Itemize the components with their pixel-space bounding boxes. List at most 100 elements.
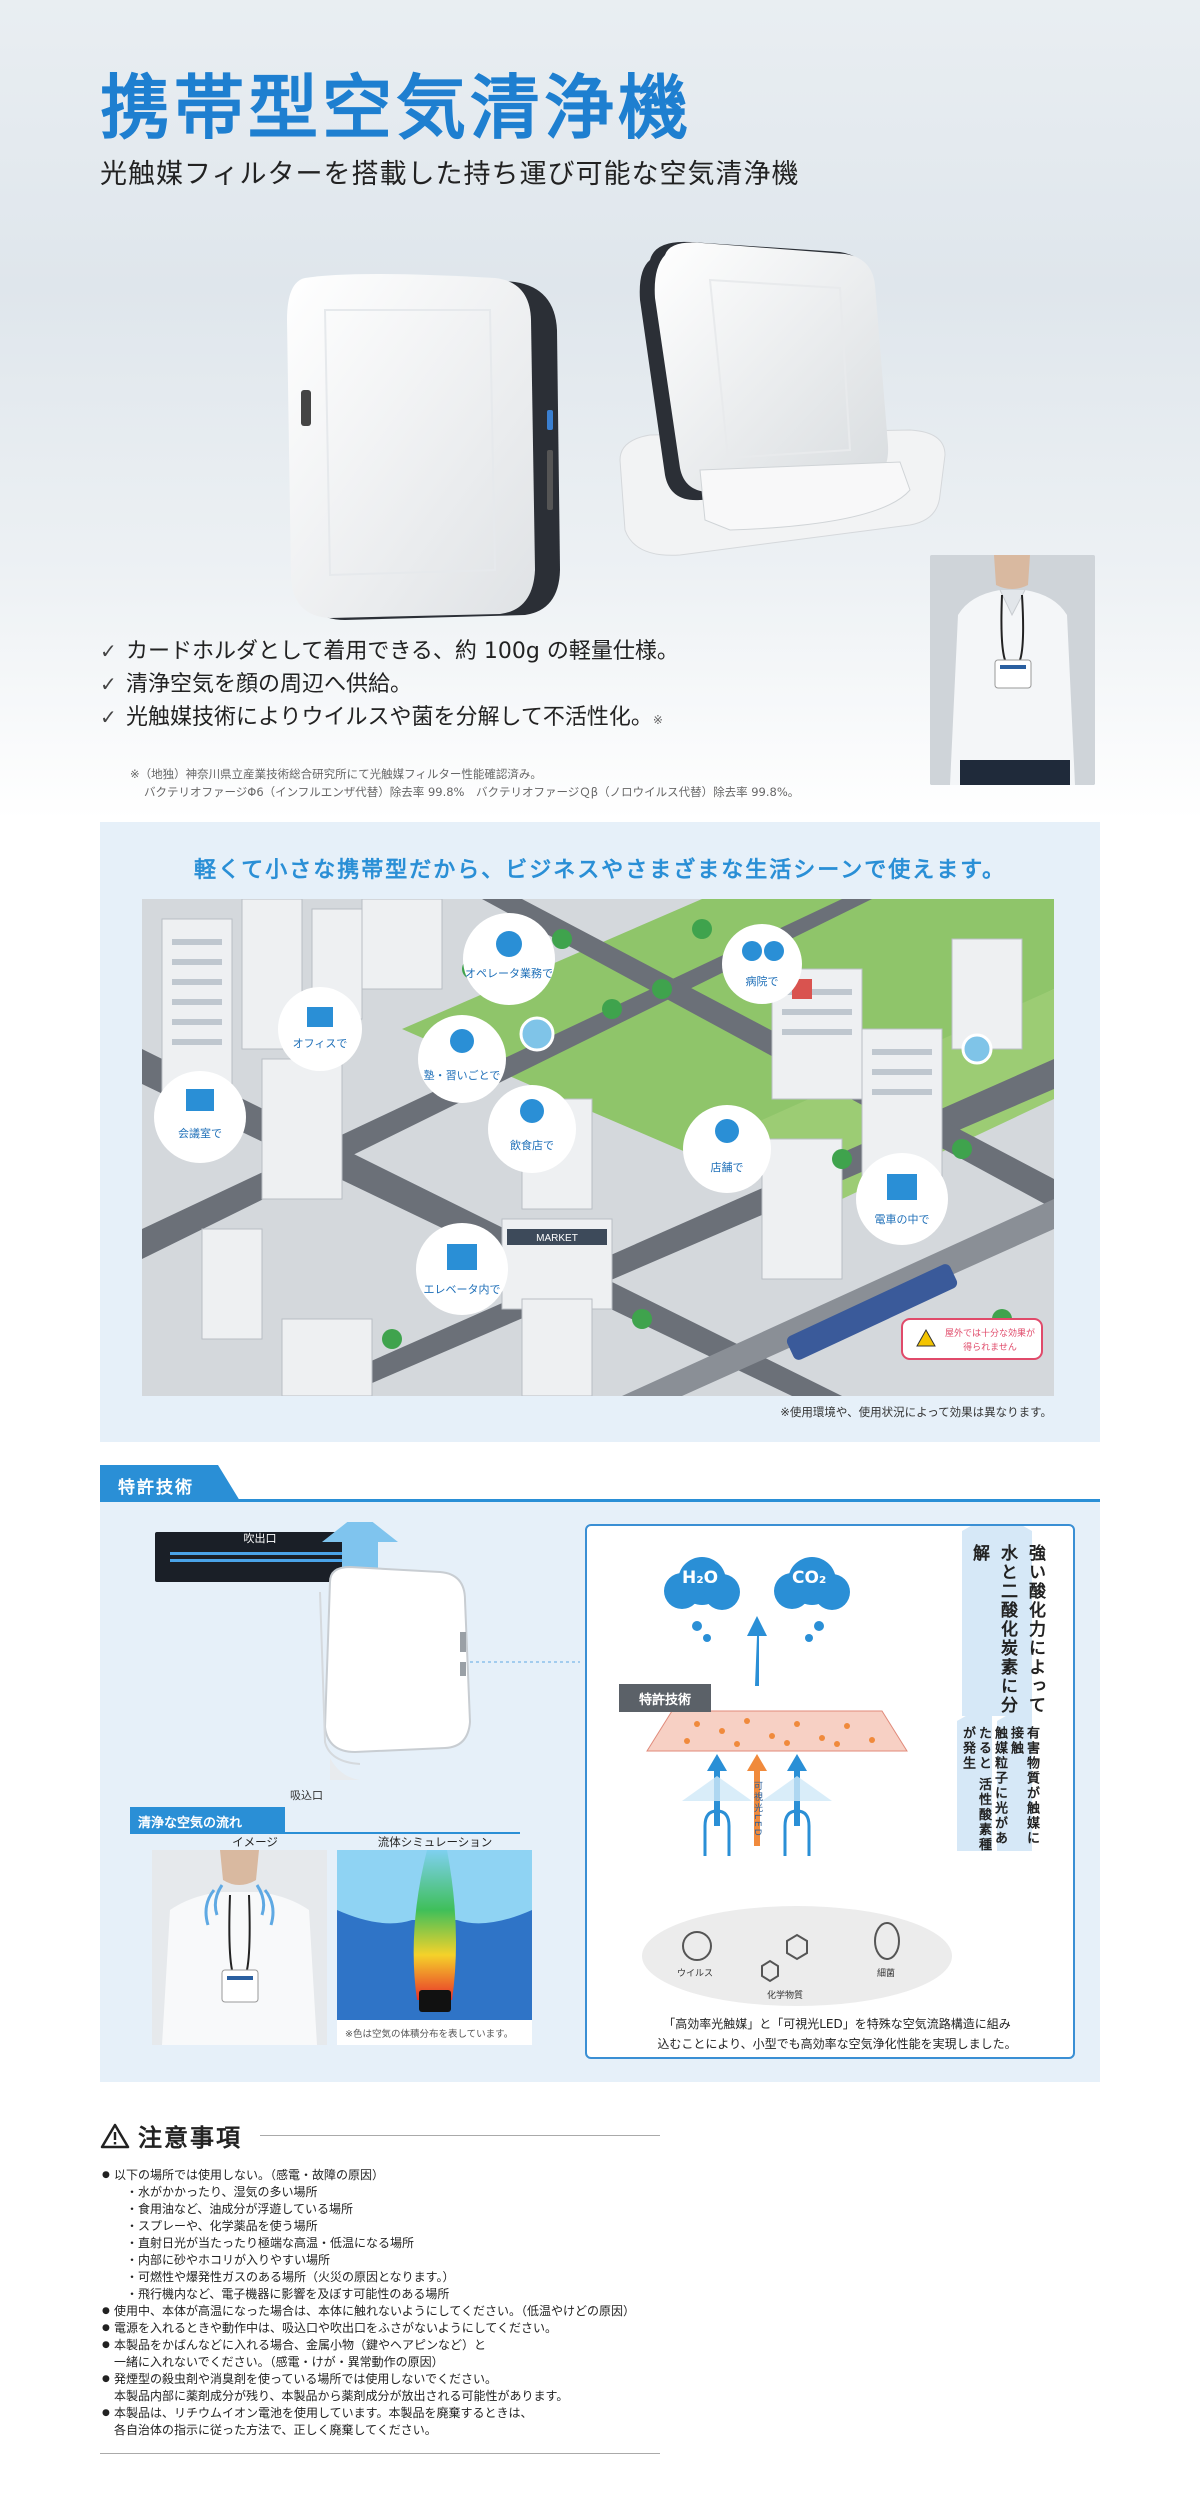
caution-subitem: ・内部に砂やホコリが入りやすい場所 xyxy=(126,2253,331,2267)
intake-label: 吸込口 xyxy=(290,1789,323,1802)
bacteria-label: 細菌 xyxy=(877,1969,896,1979)
caution-subitem: ・可燃性や爆発性ガスのある場所（火災の原因となります。） xyxy=(126,2270,455,2284)
bubble-label: エレベータ内で xyxy=(424,1282,501,1296)
h2o-label: H₂O xyxy=(682,1568,719,1588)
page-subtitle: 光触媒フィルターを搭載した持ち運び可能な空気清浄機 xyxy=(100,159,800,190)
fan-grille xyxy=(170,1552,350,1562)
simulation-note: ※色は空気の体積分布を表しています。 xyxy=(345,2029,514,2040)
airflow-image-card xyxy=(152,1850,327,2045)
caution-header: 注意事項 xyxy=(100,2118,660,2153)
panel-tag: 特許技術 xyxy=(619,1684,711,1712)
caution-item-cont: 各自治体の指示に従った方法で、正しく廃棄してください。 xyxy=(114,2423,437,2437)
caution-item: 使用中、本体が高温になった場合は、本体に触れないようにしてください。（低温やけど… xyxy=(100,2303,660,2320)
patent-rule xyxy=(100,1499,1100,1502)
bubble-hospital: 病院で xyxy=(722,924,802,1004)
caution-item: 本製品は、リチウムイオン電池を使用しています。本製品を廃棄するときは、 xyxy=(100,2405,660,2422)
bubble-elevator: エレベータ内で xyxy=(416,1223,508,1315)
bubble-operator: オペレータ業務で xyxy=(463,913,555,1005)
market-sign: MARKET xyxy=(536,1233,578,1244)
caption-line: 「高効率光触媒」と「可視光LED」を特殊な空気流路構造に組み xyxy=(663,2017,1011,2031)
caution-title: 注意事項 xyxy=(138,2124,242,2152)
check-icon: ✓ xyxy=(100,705,117,729)
active-oxygen-line: 触媒粒子に光があたると xyxy=(976,1726,1007,1846)
caution-subitem: ・直射日光が当たったり極端な高温・低温になる場所 xyxy=(126,2236,415,2250)
panel-tag-label: 特許技術 xyxy=(638,1693,691,1708)
virus-label: ウイルス xyxy=(677,1969,714,1979)
caution-subitem: ・水がかかったり、湿気の多い場所 xyxy=(126,2185,318,2199)
footnote: ※（地独）神奈川県立産業技術総合研究所にて光触媒フィルター性能確認済み。 バクテ… xyxy=(130,765,799,801)
outlet-label: 吹出口 xyxy=(243,1532,277,1545)
feature-text: 清浄空気を顔の周辺へ供給。 xyxy=(126,672,413,697)
simulation-caption: 流体シミュレーション xyxy=(377,1835,493,1849)
footnote-mark: ※ xyxy=(652,713,663,727)
caution-item-cont: 本製品内部に薬剤成分が残り、本製品から薬剤成分が放出される可能性があります。 xyxy=(114,2389,569,2403)
chemical-label: 化学物質 xyxy=(767,1991,804,2001)
caution-item: 本製品をかばんなどに入れる場合、金属小物（鍵やヘアピンなど）と xyxy=(100,2337,660,2354)
bubble-shop: 店舗で xyxy=(683,1105,771,1193)
bubble-office: オフィスで xyxy=(278,987,362,1071)
caution-item-cont: 一緒に入れないでください。（感電・けが・異常動作の原因） xyxy=(114,2355,444,2369)
active-oxygen-line: 活性酸素種が発生 xyxy=(960,1726,991,1853)
bubble-label: 飲食店で xyxy=(510,1138,554,1152)
warning-text: 得られません xyxy=(963,1341,1017,1352)
patent-section: 吹出口 吸込口 清浄な空気の流れ イメージ 流体シミュレーション xyxy=(100,1502,1100,2082)
check-icon: ✓ xyxy=(100,639,117,663)
caution-section: 注意事項 以下の場所では使用しない。（感電・故障の原因） ・水がかかったり、湿気… xyxy=(100,2118,660,2454)
outlet-image: 吹出口 xyxy=(155,1532,365,1582)
airflow-person-image xyxy=(152,1850,327,2045)
simulation-card: ※色は空気の体積分布を表しています。 xyxy=(337,1850,532,2045)
technology-caption: 「高効率光触媒」と「可視光LED」を特殊な空気流路構造に組み 込むことにより、小… xyxy=(637,2014,1037,2054)
device-stand-image xyxy=(619,241,946,556)
caution-item: 以下の場所では使用しない。（感電・故障の原因） xyxy=(100,2167,660,2184)
scenes-title: 軽くて小さな携帯型だから、ビジネスやさまざまな生活シーンで使えます。 xyxy=(193,858,1007,883)
outdoor-warning: 屋外では十分な効果が 得られません xyxy=(901,1318,1043,1360)
contact-text: 有害物質が触媒に接触 xyxy=(1008,1726,1039,1846)
feature-text: 光触媒技術によりウイルスや菌を分解して不活性化。 xyxy=(126,705,653,730)
person-illustration xyxy=(930,555,1095,785)
caution-bottom-rule xyxy=(100,2453,660,2454)
feature-item: ✓ カードホルダとして着用できる、約 100g の軽量仕様。 xyxy=(100,635,679,668)
caution-rule xyxy=(260,2135,660,2136)
patent-tab-label: 特許技術 xyxy=(118,1478,194,1498)
photocatalyst-panel: H₂O CO₂ 特許技術 可視光LED 強い酸化力によって水と二酸化炭素に分解 … xyxy=(585,1524,1075,2059)
photocatalyst-diagram xyxy=(642,1526,1032,2006)
bubble-restaurant: 飲食店で xyxy=(488,1085,576,1173)
scenes-note: ※使用環境や、使用状況によって効果は異なります。 xyxy=(780,1405,1052,1419)
caution-subitem: ・食用油など、油成分が浮遊している場所 xyxy=(126,2202,354,2216)
co2-label: CO₂ xyxy=(792,1568,827,1588)
hero-section: 携帯型空気清浄機 光触媒フィルターを搭載した持ち運び可能な空気清浄機 xyxy=(0,0,1200,820)
bubble-label: オフィスで xyxy=(293,1037,348,1050)
bubble-label: 塾・習いごとで xyxy=(424,1068,501,1082)
caution-list: 以下の場所では使用しない。（感電・故障の原因） ・水がかかったり、湿気の多い場所… xyxy=(100,2167,660,2439)
page-title: 携帯型空気清浄機 xyxy=(100,67,692,149)
flow-simulation-image xyxy=(337,1850,532,2045)
caution-item: 発煙型の殺虫剤や消臭剤を使っている場所では使用しないでください。 xyxy=(100,2371,660,2388)
image-caption: イメージ xyxy=(232,1835,278,1849)
usage-scenes-section: 軽くて小さな携帯型だから、ビジネスやさまざまな生活シーンで使えます。 xyxy=(100,822,1100,1442)
bubble-label: 電車の中で xyxy=(875,1212,930,1226)
footnote-line: バクテリオファージΦ6（インフルエンザ代替）除去率 99.8% バクテリオファー… xyxy=(144,785,800,799)
airflow-tab: 清浄な空気の流れ xyxy=(130,1807,285,1833)
oxidation-text: 強い酸化力によって水と二酸化炭素に分解 xyxy=(969,1544,1045,1715)
check-icon: ✓ xyxy=(100,672,117,696)
patent-tab-shape xyxy=(100,1465,240,1501)
device-front-image xyxy=(287,274,560,620)
warning-triangle-icon xyxy=(100,2123,130,2148)
bubble-train: 電車の中で xyxy=(856,1153,948,1245)
caution-subitem: ・スプレーや、化学薬品を使う場所 xyxy=(126,2219,318,2233)
caution-item: 電源を入れるときや動作中は、吸込口や吹出口をふさがないようにしてください。 xyxy=(100,2320,660,2337)
led-label: 可視光LED xyxy=(752,1781,762,1838)
bubble-label: 会議室で xyxy=(178,1126,222,1140)
caution-subitem: ・飛行機内など、電子機器に影響を及ぼす可能性のある場所 xyxy=(126,2287,450,2301)
footnote-line: ※（地独）神奈川県立産業技術総合研究所にて光触媒フィルター性能確認済み。 xyxy=(130,767,542,781)
feature-text: カードホルダとして着用できる、約 100g の軽量仕様。 xyxy=(126,639,679,664)
feature-list: ✓ カードホルダとして着用できる、約 100g の軽量仕様。 ✓ 清浄空気を顔の… xyxy=(100,635,679,737)
feature-item: ✓ 光触媒技術によりウイルスや菌を分解して不活性化。 ※ xyxy=(100,701,679,737)
bubble-label: 病院で xyxy=(746,974,779,988)
bubble-label: 店舗で xyxy=(711,1160,744,1174)
bubble-label: オペレータ業務で xyxy=(465,966,553,980)
feature-item: ✓ 清浄空気を顔の周辺へ供給。 xyxy=(100,668,679,701)
bubble-study: 塾・習いごとで xyxy=(418,1015,506,1103)
caption-line: 込むことにより、小型でも高効率な空気浄化性能を実現しました。 xyxy=(657,2037,1017,2051)
